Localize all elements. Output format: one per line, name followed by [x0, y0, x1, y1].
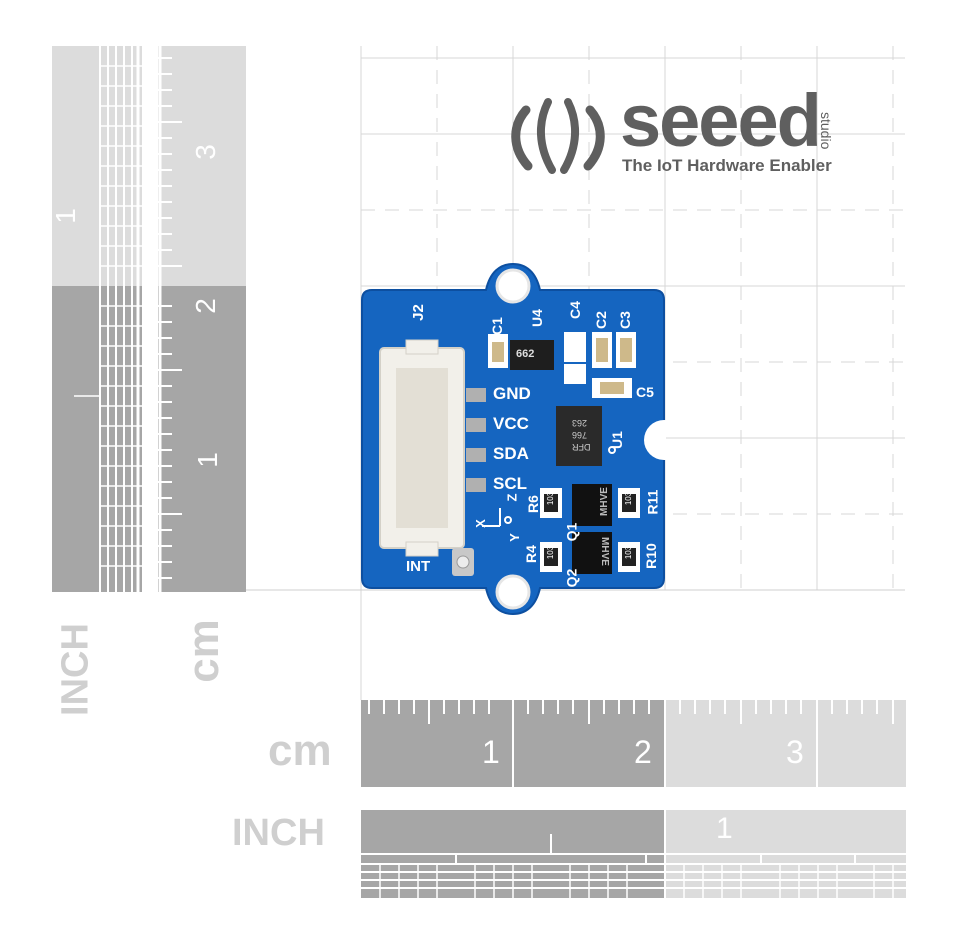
label-plus: + [570, 344, 579, 360]
label-r4: R4 [522, 545, 539, 563]
bottom-cm-tick-1: 1 [482, 734, 500, 770]
pin-scl-label: SCL [493, 474, 527, 493]
brand-name: seeed [620, 79, 822, 162]
chip-u1-line-3: DFR [572, 442, 591, 452]
axis-y-label: Y [506, 533, 522, 542]
label-c2: C2 [592, 311, 609, 329]
bottom-cm-tick-2: 2 [634, 734, 652, 770]
left-cm-ruler [158, 46, 246, 592]
resistor-r10-code: 103 [624, 545, 634, 560]
label-r11: R11 [644, 489, 661, 515]
seeed-logo-mark [511, 98, 605, 174]
label-r10: R10 [642, 543, 659, 569]
left-cm-label: cm [179, 619, 228, 683]
label-u4: U4 [528, 309, 545, 327]
label-r6: R6 [524, 495, 541, 513]
bottom-cm-label: cm [268, 726, 332, 775]
label-c4: C4 [566, 301, 583, 319]
chip-u1-line-2: 766 [572, 430, 588, 440]
pin-gnd-label: GND [493, 384, 531, 403]
bottom-inch-tick-1: 1 [716, 812, 733, 845]
chip-u1-line-1: 263 [572, 418, 588, 428]
pin-vcc-label: VCC [493, 414, 529, 433]
bottom-cm-ruler [361, 700, 906, 787]
left-inch-tick-1: 1 [49, 208, 81, 224]
left-cm-tick-2: 2 [189, 298, 221, 314]
resistor-r6-code: 103 [546, 491, 556, 506]
chip-u4-marking: 662 [516, 348, 535, 360]
resistor-r11-code: 103 [624, 491, 634, 506]
grove-pcb-board [361, 262, 666, 616]
label-int: INT [406, 558, 431, 575]
label-j2: J2 [409, 304, 427, 321]
left-inch-tick-1b: 1 [191, 452, 223, 468]
resistor-r4-code: 103 [546, 545, 556, 560]
mosfet-q1-marking: MHVE [598, 487, 610, 516]
label-q1: Q1 [563, 522, 580, 542]
label-q2: Q2 [563, 568, 580, 588]
axis-x-label: X [472, 519, 488, 528]
left-inch-label: INCH [54, 623, 97, 716]
brand-suffix: studio [818, 112, 834, 150]
brand-tagline: The IoT Hardware Enabler [622, 156, 832, 175]
label-c5: C5 [636, 384, 654, 400]
left-inch-ruler [52, 46, 142, 592]
axis-z-label: Z [504, 493, 520, 502]
label-c1: C1 [488, 317, 505, 335]
label-u1: U1 [608, 431, 625, 449]
pin-sda-label: SDA [493, 444, 529, 463]
mosfet-q2-marking: MHVE [598, 537, 610, 566]
bottom-cm-tick-3: 3 [786, 734, 804, 770]
bottom-inch-label: INCH [232, 812, 325, 854]
left-cm-tick-3: 3 [189, 144, 221, 160]
label-c3: C3 [616, 311, 633, 329]
bottom-inch-ruler [361, 810, 906, 898]
